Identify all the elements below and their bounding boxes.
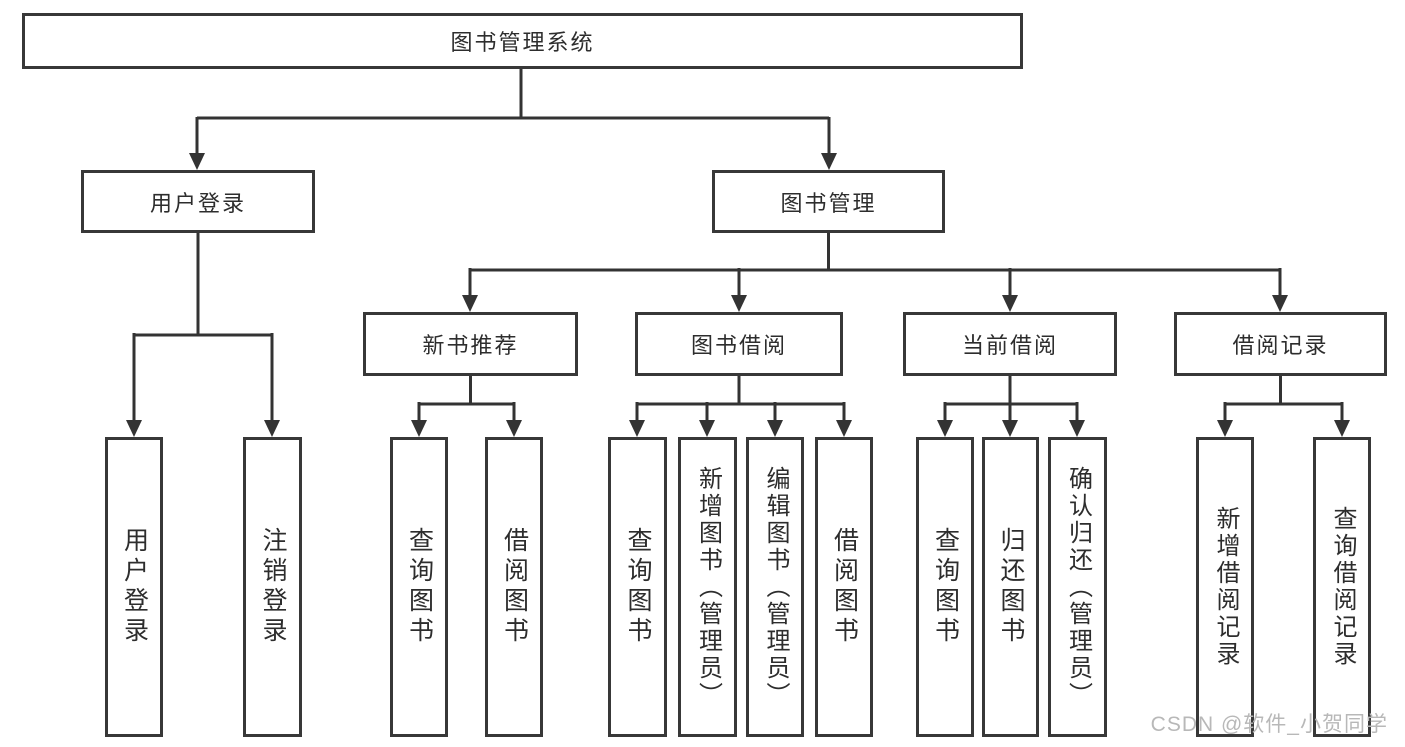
arrow-down-icon [1002,295,1018,312]
arrow-down-icon [629,420,645,437]
node-book-management: 图书管理 [712,170,945,233]
connector-user-login-children [132,233,274,421]
leaf-query-books-current: 查询图书 [916,437,974,737]
arrow-down-icon [411,420,427,437]
node-current-borrow: 当前借阅 [903,312,1117,376]
arrow-down-icon [126,420,142,437]
csdn-watermark: CSDN @软件_小贺同学 [1150,713,1388,736]
connector-book-borrow-children [635,376,846,421]
leaf-query-books-borrow: 查询图书 [608,437,667,737]
arrow-down-icon [1272,295,1288,312]
arrow-down-icon [767,420,783,437]
arrow-down-icon [937,420,953,437]
leaf-query-borrow-record: 查询借阅记录 [1313,437,1371,737]
arrow-down-icon [462,295,478,312]
node-root: 图书管理系统 [22,13,1023,69]
leaf-return-book: 归还图书 [982,437,1039,737]
arrow-down-icon [699,420,715,437]
arrow-down-icon [506,420,522,437]
arrow-down-icon [821,153,837,170]
leaf-add-book-admin: 新增图书（管理员） [678,437,737,737]
leaf-confirm-return-admin: 确认归还（管理员） [1048,437,1107,737]
leaf-logout-login: 注销登录 [243,437,302,737]
node-user-login: 用户登录 [81,170,315,233]
arrow-down-icon [731,295,747,312]
node-new-book-recommend: 新书推荐 [363,312,578,376]
connector-current-borrow-children [943,376,1079,421]
connector-borrow-record-children [1223,376,1344,421]
leaf-borrow-book-recommend: 借阅图书 [485,437,543,737]
arrow-down-icon [264,420,280,437]
arrow-down-icon [1069,420,1085,437]
arrow-down-icon [189,153,205,170]
arrow-down-icon [1217,420,1233,437]
arrow-down-icon [1002,420,1018,437]
node-borrow-record: 借阅记录 [1174,312,1387,376]
arrow-down-icon [836,420,852,437]
arrow-down-icon [1334,420,1350,437]
leaf-add-borrow-record: 新增借阅记录 [1196,437,1254,737]
arrowheads [126,153,1350,437]
leaf-borrow-book: 借阅图书 [815,437,873,737]
node-book-borrow: 图书借阅 [635,312,843,376]
connector-book-management-children [468,233,1282,296]
connector-new-book-recommend-children [417,376,516,421]
connector-root-to-level1 [195,69,831,154]
leaf-query-books-recommend: 查询图书 [390,437,448,737]
leaf-user-login: 用户登录 [105,437,163,737]
leaf-edit-book-admin: 编辑图书（管理员） [746,437,804,737]
